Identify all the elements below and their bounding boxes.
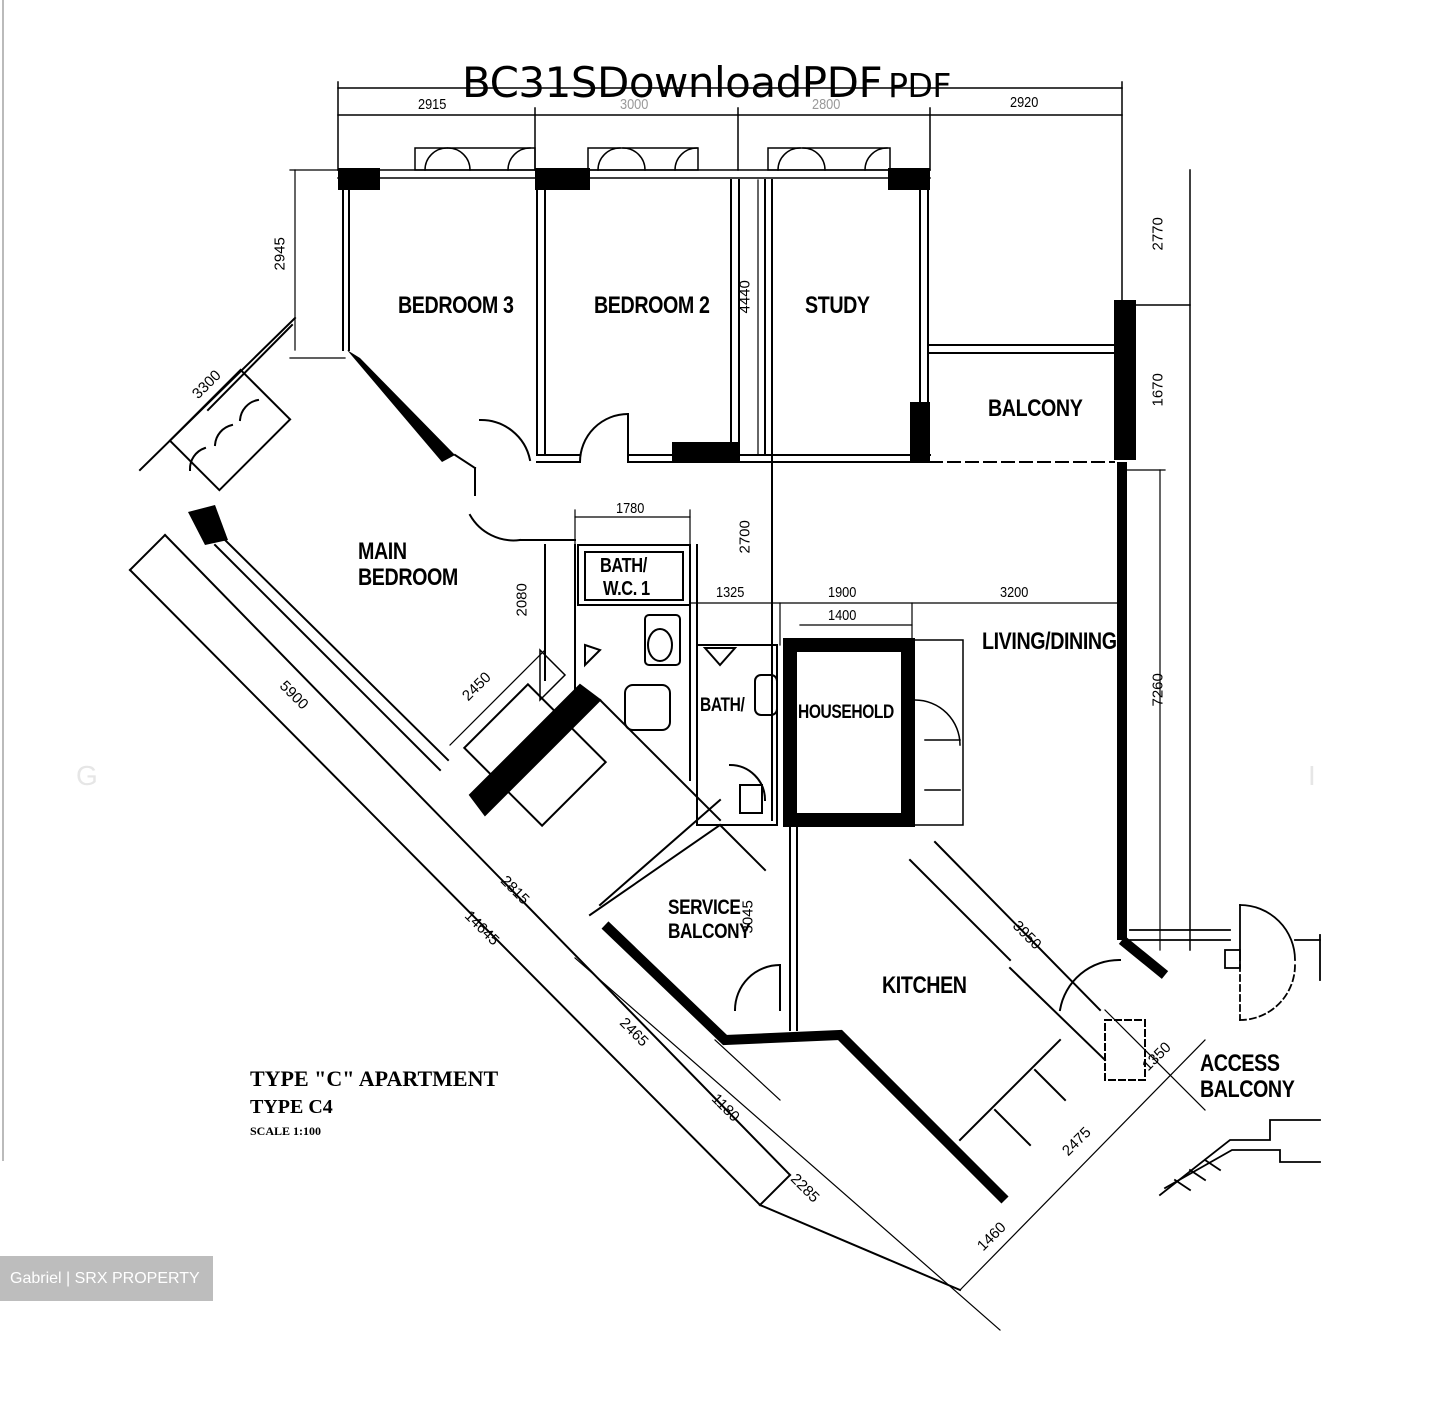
dim-top-right: 2920 [1010,94,1039,111]
room-label-living-dining: LIVING/DINING [982,628,1117,655]
dimension-lines [289,169,1206,1331]
dim-2945: 2945 [271,237,289,271]
caption-subtype: TYPE C4 [250,1096,333,1118]
room-label-household-shelter: HOUSEHOLD [798,702,894,723]
bath-2-walls [696,644,778,826]
document-title-main: BC31SDownloadPDF [462,58,883,107]
dim-1900: 1900 [828,584,857,601]
room-label-bath-wc1-2: W.C. 1 [603,578,650,600]
dim-top-bedroom3: 2915 [418,96,447,113]
room-label-service-balcony-2: BALCONY [668,920,751,943]
room-label-balcony: BALCONY [988,395,1083,422]
room-label-access-balcony-2: BALCONY [1200,1076,1295,1103]
structural-columns [188,168,1136,545]
entrance-door [1129,904,1321,1021]
dim-4440: 4440 [736,280,754,314]
household-shelter [783,638,964,827]
dim-1780: 1780 [616,500,645,517]
top-dimension-lines [337,81,1191,951]
room-label-bedroom3: BEDROOM 3 [398,292,514,319]
room-label-main-bedroom-2: BEDROOM [358,564,458,591]
corridor-stair [1158,1119,1321,1197]
dim-2700: 2700 [736,520,754,554]
room-label-main-bedroom-1: MAIN [358,538,407,565]
dim-1670: 1670 [1149,373,1167,407]
kitchen-walls [462,682,1146,1147]
exterior-wall-south [601,462,1169,1204]
dim-1325: 1325 [716,584,745,601]
room-label-kitchen: KITCHEN [882,972,967,999]
dim-3200: 3200 [1000,584,1029,601]
dim-3045: 3045 [739,900,757,934]
bedroom-walls [342,179,1115,821]
top-window-bays [337,147,931,179]
caption-scale: SCALE 1:100 [250,1124,322,1138]
dim-top-bedroom2: 3000 [620,96,649,113]
main-bedroom-walls [128,316,962,1292]
dim-2770: 2770 [1149,217,1167,251]
dim-2080: 2080 [513,583,531,617]
watermark-right: I [1308,760,1316,791]
watermark-left: G [76,760,98,791]
room-label-access-balcony-1: ACCESS [1200,1050,1280,1077]
room-label-service-balcony-1: SERVICE [668,896,741,919]
caption-type: TYPE "C" APARTMENT [250,1066,499,1091]
dim-top-study: 2800 [812,96,841,113]
room-label-bath-wc1-1: BATH/ [600,555,647,577]
dim-1400: 1400 [828,607,857,624]
room-label-bedroom2: BEDROOM 2 [594,292,710,319]
agent-credit-badge: Gabriel | SRX PROPERTY [0,1256,213,1301]
document-title-suffix: PDF [888,66,951,105]
dim-7260: 7260 [1149,673,1167,707]
room-label-study: STUDY [805,292,870,319]
room-label-bath-2: BATH/ [700,695,745,716]
